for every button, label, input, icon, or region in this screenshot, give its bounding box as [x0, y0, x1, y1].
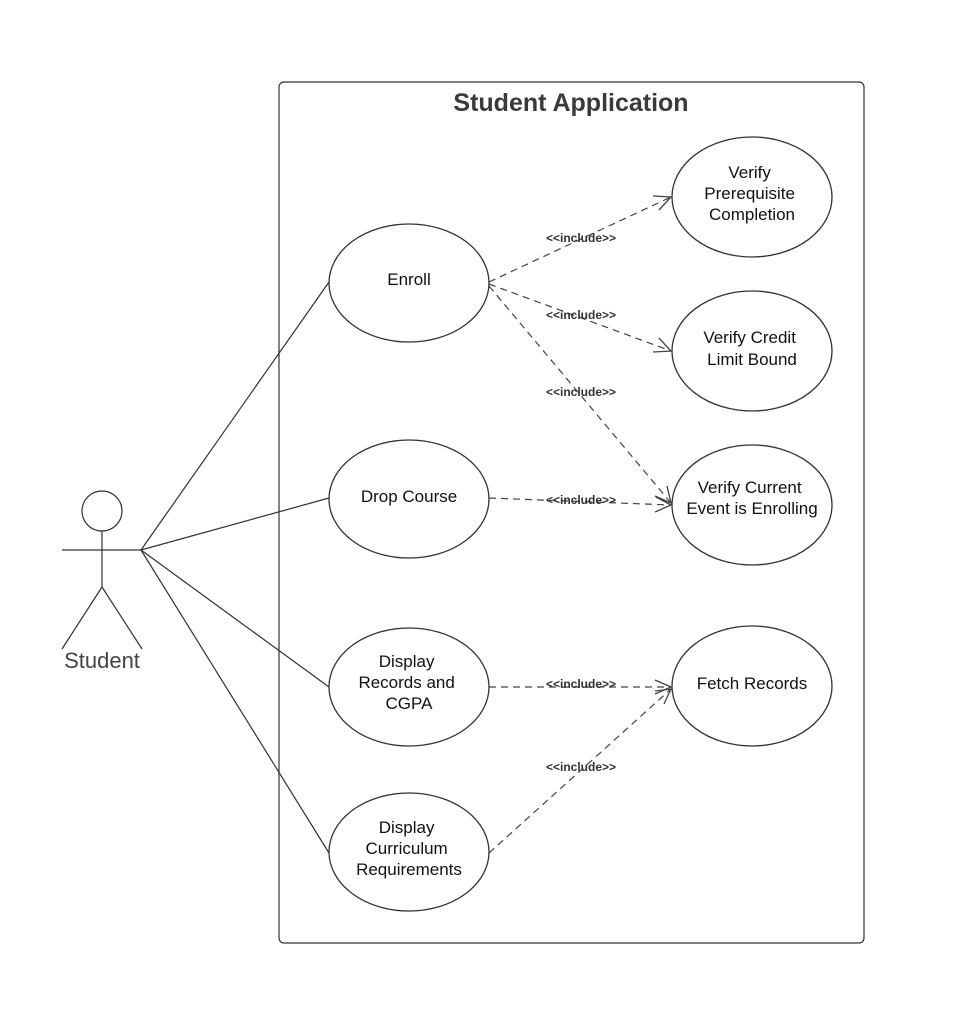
use-case-display-curriculum: Display Curriculum Requirements	[328, 792, 490, 912]
association-display-curriculum	[140, 549, 330, 854]
association-enroll	[140, 281, 330, 551]
use-case-verify-prerequisite-line-1: Verify	[728, 163, 771, 182]
include-arrow-enroll-prereq	[488, 196, 672, 283]
use-case-drop-course: Drop Course	[328, 439, 490, 559]
include-label-drop-event: <<include>>	[546, 493, 616, 507]
use-case-display-records-line-2: Records and	[358, 673, 454, 692]
use-case-display-curriculum-line-1: Display	[379, 818, 435, 837]
use-case-verify-prerequisite-label: Verify Prerequisite Completion	[704, 163, 799, 224]
use-case-display-records: Display Records and CGPA	[328, 627, 490, 747]
arrowhead-enroll-credit	[652, 337, 673, 353]
arrowhead-enroll-prereq	[652, 195, 673, 211]
include-label-enroll-credit: <<include>>	[546, 308, 616, 322]
include-label-enroll-prereq: <<include>>	[546, 231, 616, 245]
use-case-fetch-records-label: Fetch Records	[697, 674, 808, 693]
actor-left-leg	[61, 586, 103, 650]
use-case-verify-event-ellipse	[671, 444, 833, 566]
actor-head	[81, 490, 123, 532]
arrowhead-curriculum-fetch	[654, 688, 673, 705]
association-display-records	[140, 549, 330, 688]
use-case-fetch-records-line-1: Fetch Records	[697, 674, 808, 693]
include-label-enroll-event: <<include>>	[546, 385, 616, 399]
use-case-fetch-records-ellipse	[671, 625, 833, 747]
use-case-verify-event-label: Verify Current Event is Enrolling	[686, 478, 817, 518]
use-case-fetch-records: Fetch Records	[671, 625, 833, 747]
use-case-display-curriculum-ellipse	[328, 792, 490, 912]
use-case-verify-event: Verify Current Event is Enrolling	[671, 444, 833, 566]
use-case-enroll: Enroll	[328, 223, 490, 343]
use-case-display-records-ellipse	[328, 627, 490, 747]
use-case-display-curriculum-label: Display Curriculum Requirements	[356, 818, 462, 879]
include-arrow-drop-event	[488, 497, 672, 506]
use-case-enroll-ellipse	[328, 223, 490, 343]
include-dependencies: <<include>> <<include>> <<include>> <<in…	[488, 195, 673, 854]
include-arrow-enroll-credit	[488, 283, 672, 352]
use-case-display-curriculum-line-2: Curriculum	[366, 839, 448, 858]
use-case-drop-course-ellipse	[328, 439, 490, 559]
use-case-verify-prerequisite-line-3: Completion	[709, 205, 795, 224]
use-case-verify-credit-line-2: Limit Bound	[707, 350, 797, 369]
include-label-records-fetch: <<include>>	[546, 677, 616, 691]
arrowhead-enroll-event	[654, 485, 672, 505]
actor-right-leg	[101, 586, 143, 650]
use-case-drop-course-line-1: Drop Course	[361, 487, 457, 506]
use-case-verify-event-line-1: Verify Current	[698, 478, 802, 497]
use-case-verify-prerequisite-line-2: Prerequisite	[704, 184, 795, 203]
use-case-verify-event-line-2: Event is Enrolling	[686, 499, 817, 518]
use-case-display-records-line-1: Display	[379, 652, 435, 671]
actor-label: Student	[64, 648, 140, 673]
use-case-display-records-line-3: CGPA	[386, 694, 434, 713]
use-case-verify-credit-line-1: Verify Credit	[703, 328, 796, 347]
use-case-verify-credit-ellipse	[671, 290, 833, 412]
include-label-curriculum-fetch: <<include>>	[546, 760, 616, 774]
system-title: Student Application	[453, 89, 688, 117]
use-case-drop-course-label: Drop Course	[361, 487, 457, 506]
association-drop-course	[140, 497, 330, 551]
use-case-display-curriculum-line-3: Requirements	[356, 860, 462, 879]
use-case-verify-credit-label: Verify Credit Limit Bound	[703, 328, 800, 369]
arrowhead-drop-event	[654, 496, 673, 513]
include-arrow-curriculum-fetch	[488, 688, 672, 854]
use-case-display-records-label: Display Records and CGPA	[358, 652, 459, 713]
use-case-enroll-line-1: Enroll	[387, 270, 430, 289]
arrowhead-records-fetch	[654, 679, 673, 695]
actor-student: Student	[61, 490, 143, 673]
use-case-verify-credit: Verify Credit Limit Bound	[671, 290, 833, 412]
use-case-verify-prerequisite-ellipse	[671, 136, 833, 258]
use-case-verify-prerequisite: Verify Prerequisite Completion	[671, 136, 833, 258]
associations	[140, 281, 330, 854]
use-case-enroll-label: Enroll	[387, 270, 430, 289]
